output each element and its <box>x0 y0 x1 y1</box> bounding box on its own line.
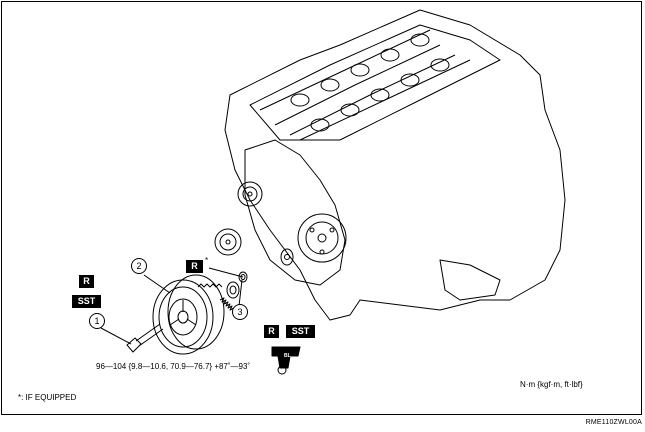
oil-seal <box>226 281 240 299</box>
crankshaft-pulley-bolt <box>126 323 164 353</box>
washer <box>238 271 248 283</box>
sst-badge-right: SST <box>286 325 315 338</box>
leader-line-center-r <box>208 267 244 278</box>
bl-tool-label: BL <box>284 353 291 359</box>
tensioner-pulley <box>214 228 242 256</box>
callout-1: 1 <box>89 313 105 329</box>
r-badge-asterisk: * <box>205 256 209 265</box>
leader-line-1 <box>100 327 132 345</box>
crankshaft-nose <box>280 248 294 266</box>
sst-badge-left: SST <box>72 295 101 308</box>
callout-2: 2 <box>131 258 147 274</box>
callout-3: 3 <box>232 304 248 320</box>
crankshaft-pulley-drawing <box>152 274 235 355</box>
leader-line-3 <box>238 279 243 307</box>
footnote: *: IF EQUIPPED <box>18 393 77 402</box>
camshaft-lobes <box>290 33 450 132</box>
r-badge-center: R <box>186 260 203 273</box>
timing-chain-cover <box>244 139 346 286</box>
units-label: N·m {kgf·m, ft·lbf} <box>520 380 583 389</box>
leader-line-2 <box>143 274 171 294</box>
r-badge-left: R <box>79 275 94 288</box>
idler-pulley <box>237 181 263 207</box>
engine-block-outline <box>224 9 566 321</box>
water-pump-pulley <box>297 213 347 263</box>
diagram-frame <box>1 1 642 415</box>
r-badge-right: R <box>264 325 279 338</box>
oil-pan <box>439 259 501 301</box>
special-service-tool <box>271 346 301 375</box>
camshaft-area <box>249 24 501 141</box>
document-id: RME110ZWL00A <box>585 419 642 426</box>
torque-spec: 96—104 {9.8—10.6, 70.9—76.7} +87˚—93˚ <box>96 362 251 371</box>
